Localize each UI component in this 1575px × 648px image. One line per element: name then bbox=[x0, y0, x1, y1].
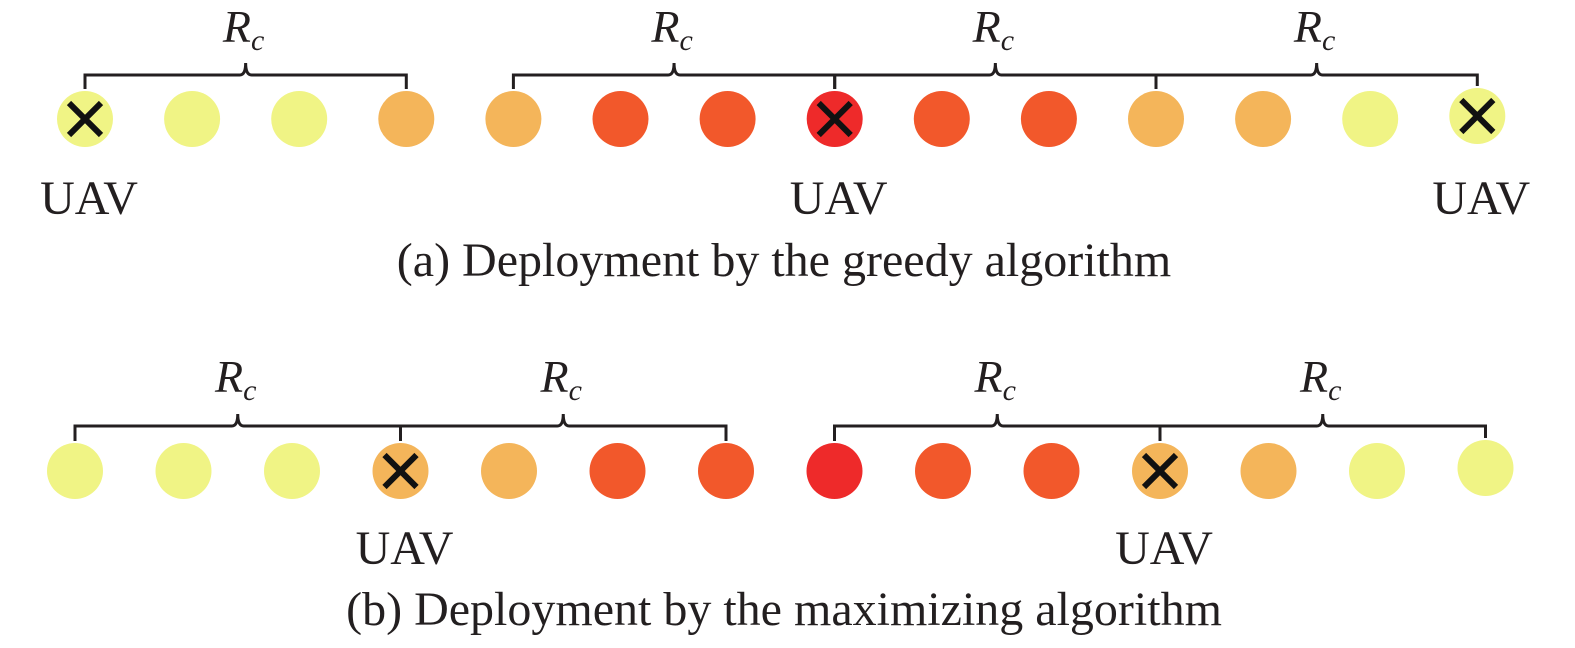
coverage-range-bracket bbox=[833, 62, 1158, 89]
ground-node bbox=[378, 91, 435, 147]
coverage-range-bracket bbox=[1154, 62, 1479, 89]
ground-node bbox=[1457, 440, 1514, 496]
range-label-rc: Rc bbox=[1299, 351, 1341, 407]
caption-maximizing: (b) Deployment by the maximizing algorit… bbox=[346, 583, 1222, 636]
uav-label: UAV bbox=[1115, 522, 1213, 575]
ground-node bbox=[47, 443, 103, 499]
ground-node bbox=[271, 91, 328, 147]
ground-node bbox=[806, 443, 863, 499]
cross-icon bbox=[382, 452, 419, 490]
uav-label: UAV bbox=[1432, 172, 1530, 225]
range-label-rc: Rc bbox=[222, 1, 264, 57]
range-label-rc: Rc bbox=[972, 1, 1014, 57]
ground-node bbox=[1020, 91, 1077, 147]
range-label-rc: Rc bbox=[974, 351, 1016, 407]
ground-node bbox=[589, 443, 646, 499]
ground-node bbox=[485, 91, 542, 147]
ground-node bbox=[913, 91, 970, 147]
range-label-rc: Rc bbox=[214, 351, 256, 407]
cross-icon bbox=[1459, 97, 1496, 135]
cross-icon bbox=[1141, 452, 1179, 490]
ground-node bbox=[698, 443, 754, 499]
ground-node bbox=[1342, 91, 1399, 147]
uav-label: UAV bbox=[40, 172, 138, 225]
ground-node bbox=[1023, 443, 1080, 499]
ground-node bbox=[155, 443, 212, 499]
ground-node bbox=[1235, 91, 1292, 147]
ground-node bbox=[1240, 443, 1297, 499]
ground-node bbox=[699, 91, 756, 147]
ground-node bbox=[164, 91, 221, 147]
cross-icon bbox=[816, 100, 853, 138]
coverage-range-bracket bbox=[399, 413, 728, 441]
range-label-rc: Rc bbox=[540, 351, 582, 407]
ground-node bbox=[264, 443, 320, 499]
ground-node bbox=[915, 443, 971, 499]
coverage-range-bracket bbox=[511, 62, 837, 89]
ground-node bbox=[1349, 443, 1405, 499]
range-label-rc: Rc bbox=[1293, 1, 1335, 57]
range-label-rc: Rc bbox=[650, 1, 692, 57]
coverage-range-bracket bbox=[73, 413, 402, 441]
coverage-range-bracket bbox=[1158, 413, 1487, 441]
ground-node bbox=[592, 91, 649, 147]
ground-node bbox=[481, 443, 537, 499]
uav-label: UAV bbox=[356, 522, 454, 575]
cross-icon bbox=[66, 100, 104, 138]
caption-greedy: (a) Deployment by the greedy algorithm bbox=[397, 234, 1171, 287]
coverage-range-bracket bbox=[833, 413, 1162, 441]
coverage-range-bracket bbox=[83, 62, 408, 89]
uav-label: UAV bbox=[790, 172, 888, 225]
ground-node bbox=[1128, 91, 1184, 147]
